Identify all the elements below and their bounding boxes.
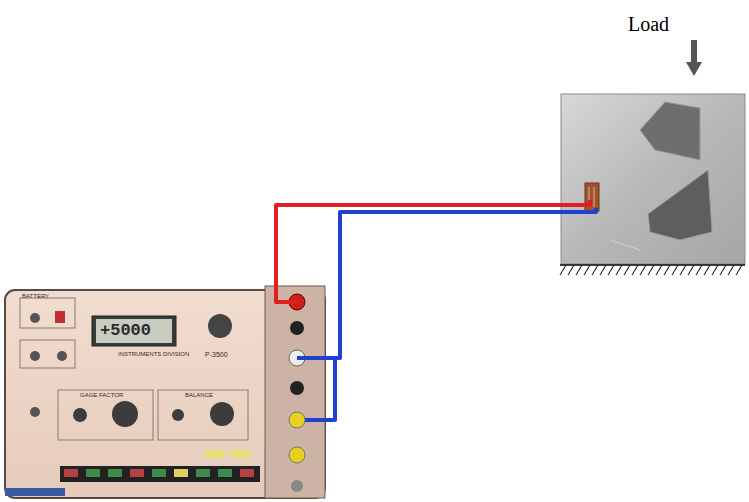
load-arrow [686,40,702,76]
panel-label: BALANCE [185,392,213,398]
load-label: Load [628,13,669,36]
strain-indicator [5,286,325,498]
ground-hatch [560,265,745,275]
panel-label: GAGE FACTOR [80,392,123,398]
lead-wires [276,200,596,420]
panel-label: INSTRUMENTS DIVISION [118,351,189,357]
specimen-block [561,94,745,264]
panel-label: BATTERY [22,293,49,299]
display-reading: +5000 [100,321,151,340]
model-label: P-3500 [205,351,228,358]
